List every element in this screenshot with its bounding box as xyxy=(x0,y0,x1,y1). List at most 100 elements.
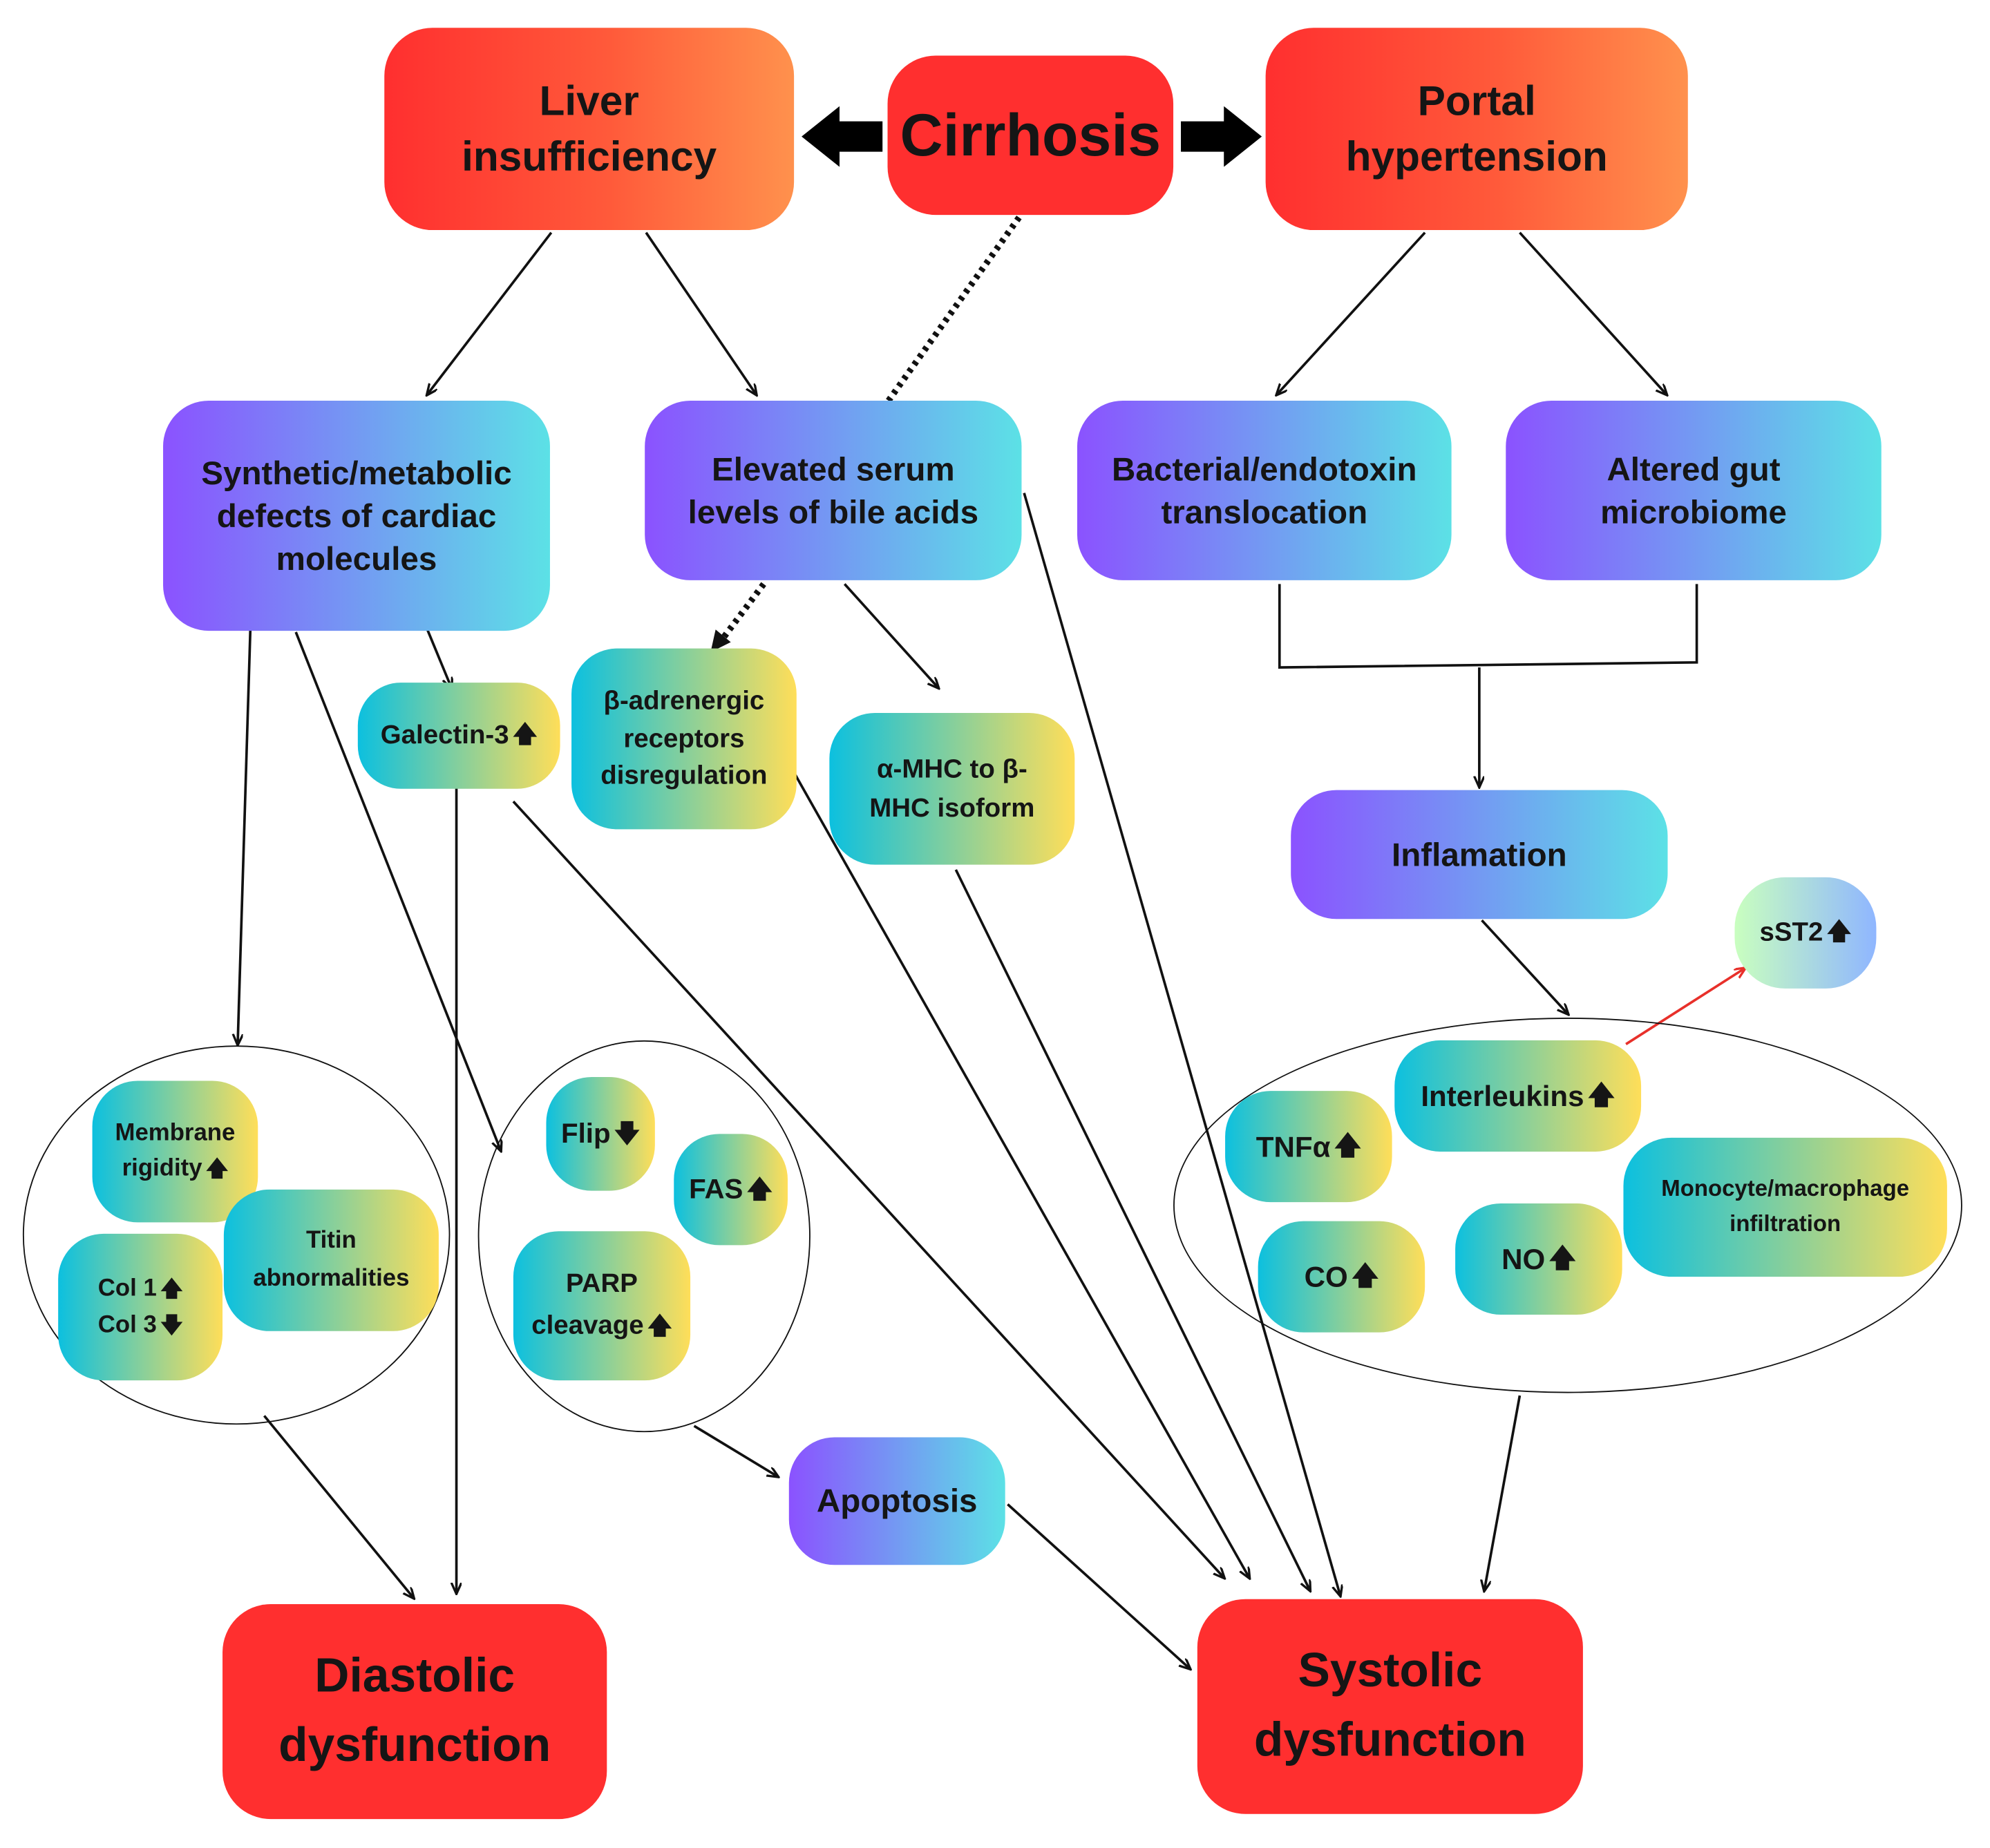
arrow-portal-to-bacterial xyxy=(1277,231,1426,394)
altered-microbiome-node: Altered gut microbiome xyxy=(1506,401,1882,580)
parp-cleavage-node: PARP cleavage🡅 xyxy=(513,1231,691,1381)
arrow-liver-to-synthetic xyxy=(427,231,553,394)
portal-hypertension-line-1: Portal xyxy=(1417,77,1536,125)
parp-line-2: cleavage xyxy=(531,1311,644,1340)
diastolic-dysfunction-node: Diastolic dysfunction xyxy=(222,1604,607,1820)
co-label: CO xyxy=(1304,1259,1348,1293)
collagen-node: Col 1🡅 Col 3🡇 xyxy=(58,1233,223,1381)
tnfa-node: TNFα🡅 xyxy=(1225,1091,1392,1203)
beta-adrenergic-node: β-adrenergic receptors disregulation xyxy=(571,648,797,830)
inflammatory-mediators-ellipse xyxy=(1173,1017,1962,1393)
diastolic-line-1: Diastolic xyxy=(314,1649,515,1703)
cirrhosis-to-portal-thick-arrow xyxy=(1181,106,1262,167)
cirrhosis-dotted-arrow xyxy=(715,582,766,647)
inflammation-node: Inflamation xyxy=(1291,790,1668,920)
arrow-ellipse-to-systolic xyxy=(1484,1395,1522,1590)
monocyte-line-2: infiltration xyxy=(1730,1210,1841,1237)
arrow-inflammation-to-ellipse xyxy=(1481,919,1568,1013)
merge-bracket xyxy=(1278,584,1698,669)
monocyte-line-1: Monocyte/macrophage xyxy=(1661,1175,1910,1201)
arrow-portal-to-microbiome xyxy=(1519,231,1666,394)
beta-adrenergic-line-2: receptors xyxy=(623,723,745,753)
bacterial-translocation-line-1: Bacterial/endotoxin xyxy=(1112,449,1417,488)
synthetic-defects-line-3: molecules xyxy=(276,540,437,578)
synthetic-defects-line-1: Synthetic/metabolic xyxy=(201,453,512,491)
fas-label: FAS xyxy=(689,1173,743,1206)
sst2-label: sST2 xyxy=(1759,917,1823,947)
arrow-synthetic-to-apoptosis-ellipse xyxy=(294,631,500,1150)
mhc-isoform-node: α-MHC to β- MHC isoform xyxy=(829,713,1075,865)
apoptosis-label: Apoptosis xyxy=(816,1482,978,1521)
cirrhosis-dotted-connector xyxy=(884,216,1022,404)
cirrhosis-to-liver-thick-arrow xyxy=(802,106,883,167)
galectin-3-node: Galectin-3🡅 xyxy=(357,683,560,789)
up-arrow-icon: 🡅 xyxy=(513,721,538,748)
arrow-bile-to-systolic xyxy=(1023,493,1340,1596)
arrow-synthetic-to-diastolic-ellipse xyxy=(238,629,252,1044)
up-arrow-icon: 🡅 xyxy=(1334,1132,1361,1161)
down-arrow-icon: 🡇 xyxy=(160,1313,183,1337)
synthetic-defects-line-2: defects of cardiac xyxy=(216,496,497,535)
arrow-mhc-to-systolic xyxy=(954,869,1309,1590)
up-arrow-icon: 🡅 xyxy=(647,1313,672,1340)
synthetic-defects-node: Synthetic/metabolic defects of cardiac m… xyxy=(163,401,550,631)
fas-node: FAS🡅 xyxy=(674,1134,788,1246)
arrow-apoptosis-to-systolic xyxy=(1007,1503,1189,1668)
titin-abnormalities-node: Titin abnormalities xyxy=(223,1189,439,1331)
bacterial-translocation-node: Bacterial/endotoxin translocation xyxy=(1077,401,1452,580)
membrane-rigidity-line-1: Membrane xyxy=(115,1119,236,1146)
mhc-isoform-line-2: MHC isoform xyxy=(869,794,1035,823)
up-arrow-icon: 🡅 xyxy=(206,1156,229,1181)
co-node: CO🡅 xyxy=(1258,1221,1425,1333)
arrow-liver-to-bile xyxy=(645,231,756,394)
apoptosis-factors-ellipse xyxy=(477,1040,811,1433)
bile-acids-line-1: Elevated serum xyxy=(711,449,955,488)
systolic-dysfunction-node: Systolic dysfunction xyxy=(1197,1599,1583,1814)
systolic-line-1: Systolic xyxy=(1298,1644,1483,1698)
up-arrow-icon: 🡅 xyxy=(746,1175,773,1203)
dotted-arrow-head xyxy=(710,629,731,653)
bacterial-translocation-line-2: translocation xyxy=(1161,493,1368,531)
flip-label: Flip xyxy=(561,1118,611,1150)
parp-line-1: PARP xyxy=(566,1269,638,1299)
arrow-apoptosis-ellipse-to-apoptosis xyxy=(693,1425,778,1476)
altered-microbiome-line-1: Altered gut xyxy=(1607,449,1781,488)
bile-acids-line-2: levels of bile acids xyxy=(688,493,979,531)
altered-microbiome-line-2: microbiome xyxy=(1600,493,1787,531)
up-arrow-icon: 🡅 xyxy=(160,1276,183,1301)
up-arrow-icon: 🡅 xyxy=(1588,1081,1615,1111)
liver-insufficiency-node: Liver insufficiency xyxy=(384,28,795,231)
apoptosis-node: Apoptosis xyxy=(788,1437,1005,1565)
diastolic-line-2: dysfunction xyxy=(278,1719,551,1773)
beta-adrenergic-line-1: β-adrenergic xyxy=(603,686,765,716)
diastolic-factors-ellipse xyxy=(22,1045,451,1425)
no-node: NO🡅 xyxy=(1455,1203,1622,1315)
interleukins-label: Interleukins xyxy=(1421,1079,1584,1112)
cirrhosis-label: Cirrhosis xyxy=(900,101,1162,169)
up-arrow-icon: 🡅 xyxy=(1352,1261,1379,1291)
membrane-rigidity-node: Membrane rigidity🡅 xyxy=(92,1080,258,1223)
portal-hypertension-node: Portal hypertension xyxy=(1265,28,1688,231)
bile-acids-node: Elevated serum levels of bile acids xyxy=(645,401,1022,580)
tnfa-label: TNFα xyxy=(1255,1130,1331,1163)
titin-line-1: Titin xyxy=(306,1227,357,1254)
portal-hypertension-line-2: hypertension xyxy=(1345,133,1608,180)
no-label: NO xyxy=(1501,1242,1546,1275)
systolic-line-2: dysfunction xyxy=(1253,1714,1526,1768)
arrow-bile-to-mhc xyxy=(843,583,938,687)
liver-insufficiency-line-1: Liver xyxy=(539,77,639,125)
up-arrow-icon: 🡅 xyxy=(1826,918,1852,945)
arrow-galectin-to-systolic xyxy=(512,800,1224,1577)
arrow-synthetic-to-galectin xyxy=(426,629,451,687)
liver-insufficiency-line-2: insufficiency xyxy=(462,133,717,180)
membrane-rigidity-line-2: rigidity xyxy=(122,1155,202,1182)
interleukins-node: Interleukins🡅 xyxy=(1394,1040,1642,1152)
flip-node: Flip🡇 xyxy=(546,1076,655,1191)
sst2-node: sST2🡅 xyxy=(1734,877,1877,989)
monocyte-infiltration-node: Monocyte/macrophage infiltration xyxy=(1623,1137,1947,1277)
down-arrow-icon: 🡇 xyxy=(614,1120,641,1148)
mhc-isoform-line-1: α-MHC to β- xyxy=(876,754,1027,783)
galectin-3-label: Galectin-3 xyxy=(380,721,509,750)
cirrhosis-node: Cirrhosis xyxy=(887,55,1174,216)
